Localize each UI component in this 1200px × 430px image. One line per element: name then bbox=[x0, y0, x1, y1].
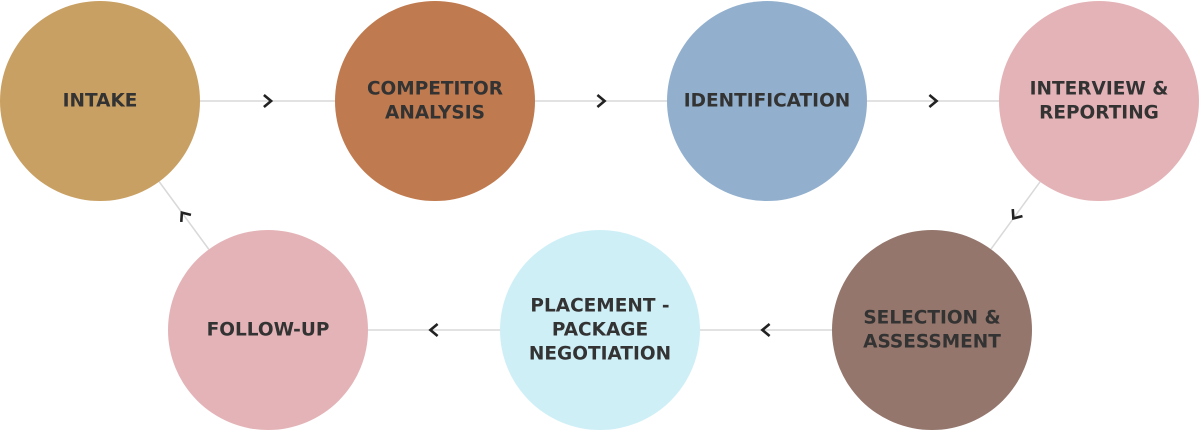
step-placement-package-negotiation: PLACEMENT - PACKAGE NEGOTIATION bbox=[500, 230, 700, 430]
step-interview-reporting: INTERVIEW & REPORTING bbox=[999, 1, 1199, 201]
chevron-arrow-icon bbox=[263, 94, 274, 108]
step-circle bbox=[999, 1, 1199, 201]
step-circle bbox=[500, 230, 700, 430]
step-circle bbox=[832, 230, 1032, 430]
step-circle bbox=[335, 1, 535, 201]
step-label: FOLLOW-UP bbox=[207, 320, 330, 341]
step-label: ANALYSIS bbox=[385, 103, 485, 124]
step-label: IDENTIFICATION bbox=[684, 91, 851, 112]
chevron-arrow-icon bbox=[1011, 208, 1023, 221]
step-intake: INTAKE bbox=[0, 1, 200, 201]
step-circle bbox=[168, 230, 368, 430]
step-identification: IDENTIFICATION bbox=[667, 1, 867, 201]
step-competitor-analysis: COMPETITOR ANALYSIS bbox=[335, 1, 535, 201]
step-circle bbox=[0, 1, 200, 201]
chevron-arrow-icon bbox=[596, 94, 607, 108]
connectors bbox=[158, 94, 1041, 337]
step-label: INTAKE bbox=[63, 91, 138, 112]
step-label: INTERVIEW & bbox=[1030, 79, 1169, 100]
step-circle bbox=[667, 1, 867, 201]
step-follow-up: FOLLOW-UP bbox=[168, 230, 368, 430]
step-label: COMPETITOR bbox=[367, 79, 503, 100]
step-label: REPORTING bbox=[1039, 103, 1159, 124]
chevron-arrow-icon bbox=[428, 323, 439, 337]
step-label: SELECTION & bbox=[863, 308, 1000, 329]
step-label: PACKAGE bbox=[552, 320, 648, 341]
chevron-arrow-icon bbox=[179, 210, 192, 223]
chevron-arrow-icon bbox=[928, 94, 939, 108]
step-label: PLACEMENT - bbox=[530, 296, 669, 317]
step-selection-assessment: SELECTION & ASSESSMENT bbox=[832, 230, 1032, 430]
connector-line-4 bbox=[990, 181, 1041, 250]
step-label: ASSESSMENT bbox=[863, 332, 1001, 353]
chevron-arrow-icon bbox=[760, 323, 771, 337]
connector-line-7 bbox=[158, 181, 210, 250]
step-label: NEGOTIATION bbox=[529, 344, 671, 365]
